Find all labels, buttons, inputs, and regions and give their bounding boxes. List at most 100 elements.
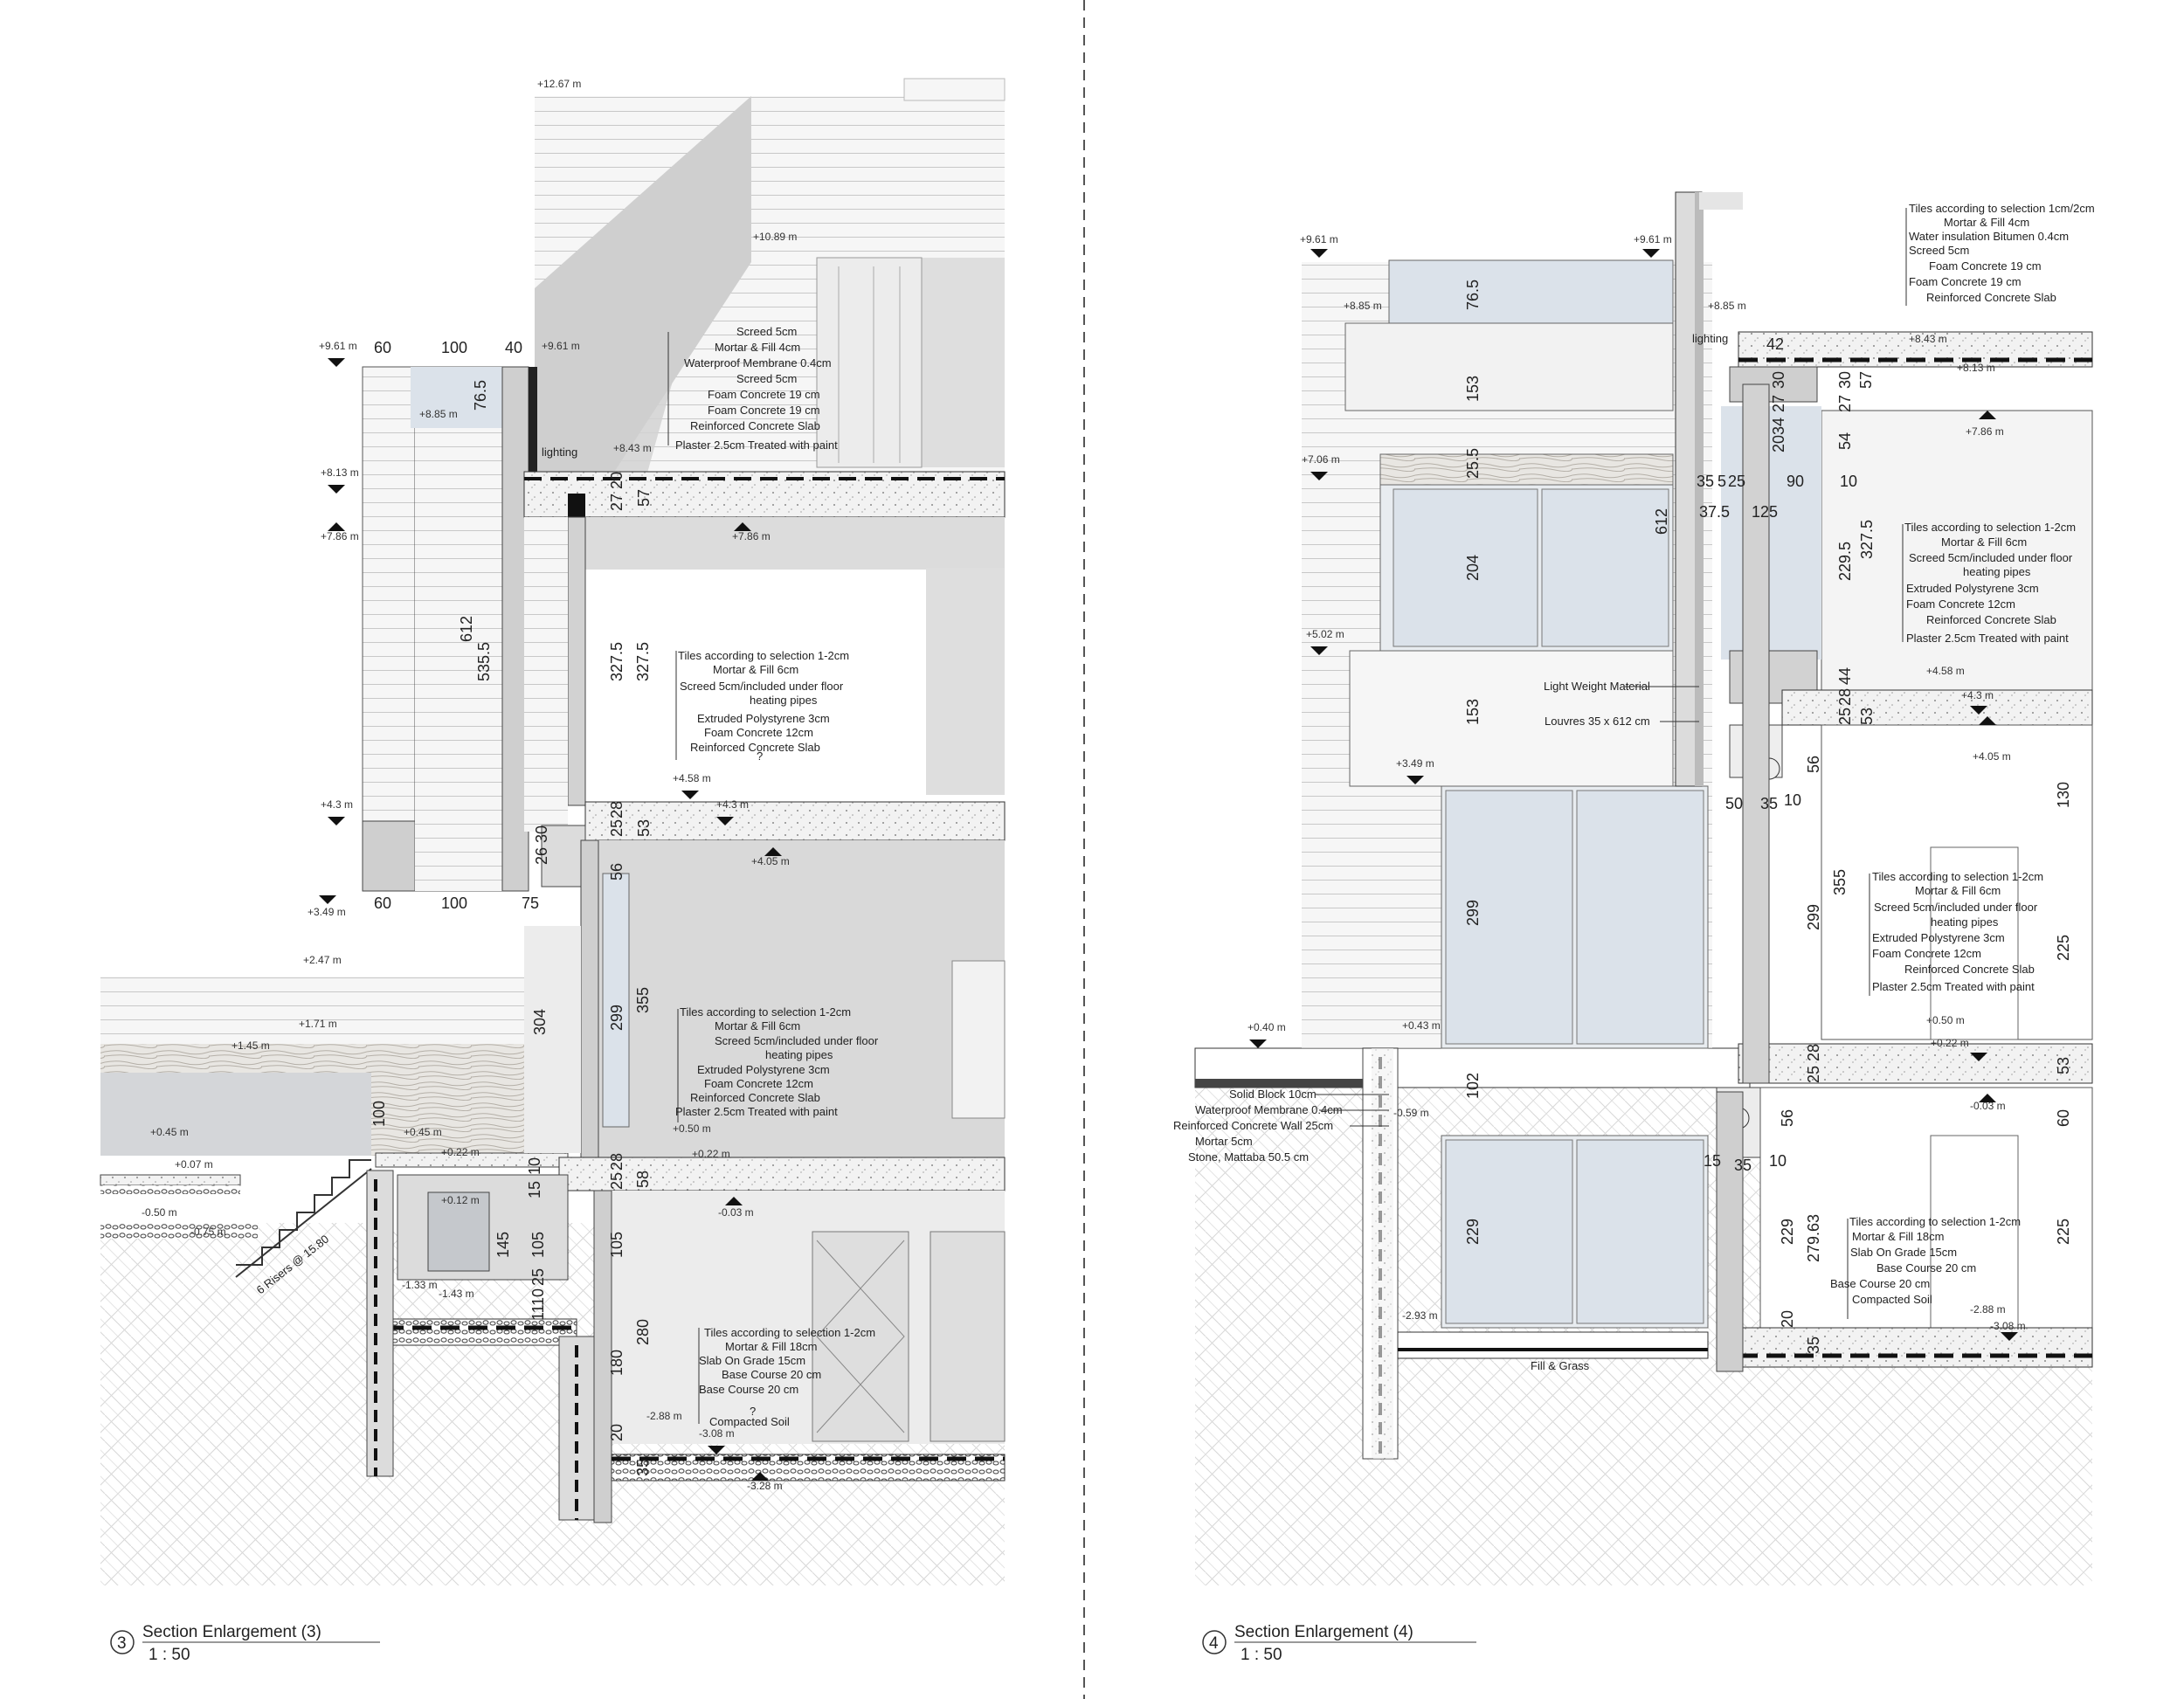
dimension-label: 53 bbox=[1858, 708, 1876, 725]
spec-line: heating pipes bbox=[1963, 565, 2031, 578]
spec-line: Base Course 20 cm bbox=[699, 1383, 798, 1396]
spec-line: Mortar & Fill 6cm bbox=[715, 1019, 800, 1033]
dimension-label: 58 bbox=[634, 1171, 652, 1188]
spec-line: Base Course 20 cm bbox=[1876, 1261, 1976, 1274]
spec-line: Mortar 5cm bbox=[1195, 1135, 1253, 1148]
level-label: +1.71 m bbox=[299, 1018, 337, 1030]
section-title: Section Enlargement (4) bbox=[1234, 1623, 1413, 1641]
dimension-label: 30 bbox=[1770, 371, 1787, 389]
spec-line: Extruded Polystyrene 3cm bbox=[1872, 931, 2005, 944]
level-label: +8.43 m bbox=[1909, 333, 1947, 345]
spec-line: Foam Concrete 19 cm bbox=[1929, 259, 2042, 273]
spec-line: Water insulation Bitumen 0.4cm bbox=[1909, 230, 2069, 243]
spec-line: Mortar & Fill 4cm bbox=[715, 341, 800, 354]
level-label: +0.22 m bbox=[1931, 1037, 1969, 1049]
level-label: +4.05 m bbox=[1973, 750, 2011, 763]
dimension-label: 145 bbox=[494, 1232, 512, 1258]
dimension-label: 20 bbox=[1770, 435, 1787, 452]
level-label: -3.08 m bbox=[699, 1427, 735, 1440]
spec-line: Mortar & Fill 18cm bbox=[1852, 1230, 1944, 1243]
dimension-label: 35 bbox=[1734, 1157, 1752, 1174]
dimension-label: 225 bbox=[2055, 935, 2072, 961]
dimension-label: 53 bbox=[2055, 1057, 2072, 1074]
spec-line: Screed 5cm bbox=[736, 372, 797, 385]
spec-line: Foam Concrete 12cm bbox=[1872, 947, 1981, 960]
level-label: +0.40 m bbox=[1248, 1021, 1286, 1033]
spec-line: Plaster 2.5cm Treated with paint bbox=[675, 1105, 838, 1118]
dimension-label: 27 bbox=[1770, 395, 1787, 412]
dimension-label: 304 bbox=[531, 1009, 549, 1035]
spec-line: Compacted Soil bbox=[709, 1415, 790, 1428]
dimension-label: 76.5 bbox=[472, 380, 489, 411]
dimension-label: 26 bbox=[533, 847, 550, 865]
dimension-label: 10 bbox=[1840, 473, 1857, 490]
spec-line: Waterproof Membrane 0.4cm bbox=[684, 356, 832, 369]
level-label: +4.3 m bbox=[1961, 689, 1994, 701]
lighting-note: lighting bbox=[542, 445, 577, 459]
dimension-label: 279.63 bbox=[1805, 1214, 1822, 1262]
spec-line: Tiles according to selection 1-2cm bbox=[678, 649, 849, 662]
spec-line: Base Course 20 cm bbox=[722, 1368, 821, 1381]
spec-line: Extruded Polystyrene 3cm bbox=[697, 1063, 830, 1076]
level-label: +0.22 m bbox=[441, 1146, 480, 1158]
section-3-floor2-spec: Tiles according to selection 1-2cm Morta… bbox=[675, 1005, 879, 1122]
section-3-title-block: 3 Section Enlargement (3) 1 : 50 bbox=[110, 1623, 380, 1664]
level-label: +8.13 m bbox=[1957, 362, 1995, 374]
dimension-label: 60 bbox=[374, 339, 391, 356]
dimension-label: 299 bbox=[1805, 904, 1822, 930]
dimension-label: 42 bbox=[1766, 335, 1784, 353]
section-4-dimensions: 76.5 153 25.5 204 153 299 102 229 612 42… bbox=[1464, 280, 2072, 1354]
dimension-label: 130 bbox=[2055, 782, 2072, 808]
unknown-note: ? bbox=[757, 749, 763, 763]
lighting-note: lighting bbox=[1692, 332, 1728, 345]
section-4-roof-spec: Tiles according to selection 1cm/2cm Mor… bbox=[1905, 202, 2095, 306]
section-4-floor1-spec: Tiles according to selection 1-2cm Morta… bbox=[1902, 521, 2076, 645]
section-title: Section Enlargement (3) bbox=[142, 1623, 321, 1641]
dimension-label: 56 bbox=[1779, 1109, 1796, 1127]
level-label: +8.85 m bbox=[419, 408, 458, 420]
level-label: +8.85 m bbox=[1344, 300, 1382, 312]
dimension-label: 204 bbox=[1464, 555, 1482, 581]
dimension-label: 54 bbox=[1836, 432, 1854, 450]
dimension-label: 10 bbox=[1769, 1152, 1787, 1170]
spec-line: Slab On Grade 15cm bbox=[1850, 1246, 1957, 1259]
spec-line: Base Course 20 cm bbox=[1830, 1277, 1930, 1290]
level-label: -2.93 m bbox=[1402, 1309, 1438, 1322]
spec-line: Reinforced Concrete Slab bbox=[1926, 613, 2056, 626]
dimension-label: 25.5 bbox=[1464, 448, 1482, 479]
dimension-label: 37.5 bbox=[1699, 503, 1730, 521]
level-label: +3.49 m bbox=[1396, 757, 1434, 770]
dimension-label: 10 bbox=[1784, 791, 1801, 809]
dimension-label: 75 bbox=[522, 894, 539, 912]
spec-line: Reinforced Concrete Slab bbox=[1904, 963, 2035, 976]
level-label: +3.49 m bbox=[308, 906, 346, 918]
spec-line: Tiles according to selection 1-2cm bbox=[1872, 870, 2043, 883]
spec-line: heating pipes bbox=[765, 1048, 833, 1061]
level-label: +0.43 m bbox=[1402, 1019, 1441, 1032]
dimension-label: 25 bbox=[608, 819, 625, 837]
section-scale: 1 : 50 bbox=[1241, 1646, 1282, 1664]
dimension-label: 25 bbox=[1836, 708, 1854, 725]
section-number: 3 bbox=[117, 1634, 127, 1653]
dimension-label: 57 bbox=[1857, 371, 1875, 389]
dimension-label: 229 bbox=[1464, 1219, 1482, 1245]
level-label: -2.88 m bbox=[646, 1410, 682, 1422]
level-label: +0.45 m bbox=[404, 1126, 442, 1138]
section-4-levels: +9.61 m +9.61 m +8.85 m +8.85 m +8.43 m … bbox=[1248, 233, 2026, 1332]
dimension-label: 612 bbox=[458, 616, 475, 642]
dimension-label: 20 bbox=[608, 472, 625, 489]
section-scale: 1 : 50 bbox=[149, 1646, 190, 1664]
section-4-floor2-spec: Tiles according to selection 1-2cm Morta… bbox=[1869, 870, 2043, 996]
section-number: 4 bbox=[1209, 1634, 1219, 1653]
dimension-label: 28 bbox=[608, 801, 625, 818]
dimension-label: 35 bbox=[1805, 1336, 1822, 1354]
dimension-label: 27 bbox=[1836, 395, 1854, 412]
section-3-floor1-spec: Tiles according to selection 1-2cm Morta… bbox=[675, 649, 849, 760]
dimension-label: 612 bbox=[1653, 508, 1670, 535]
dimension-label: 60 bbox=[2055, 1109, 2072, 1127]
spec-line: Screed 5cm/included under floor bbox=[715, 1034, 879, 1047]
level-label: +9.61 m bbox=[1634, 233, 1672, 245]
dimension-label: 100 bbox=[370, 1101, 388, 1127]
level-label: +0.50 m bbox=[1926, 1014, 1965, 1026]
